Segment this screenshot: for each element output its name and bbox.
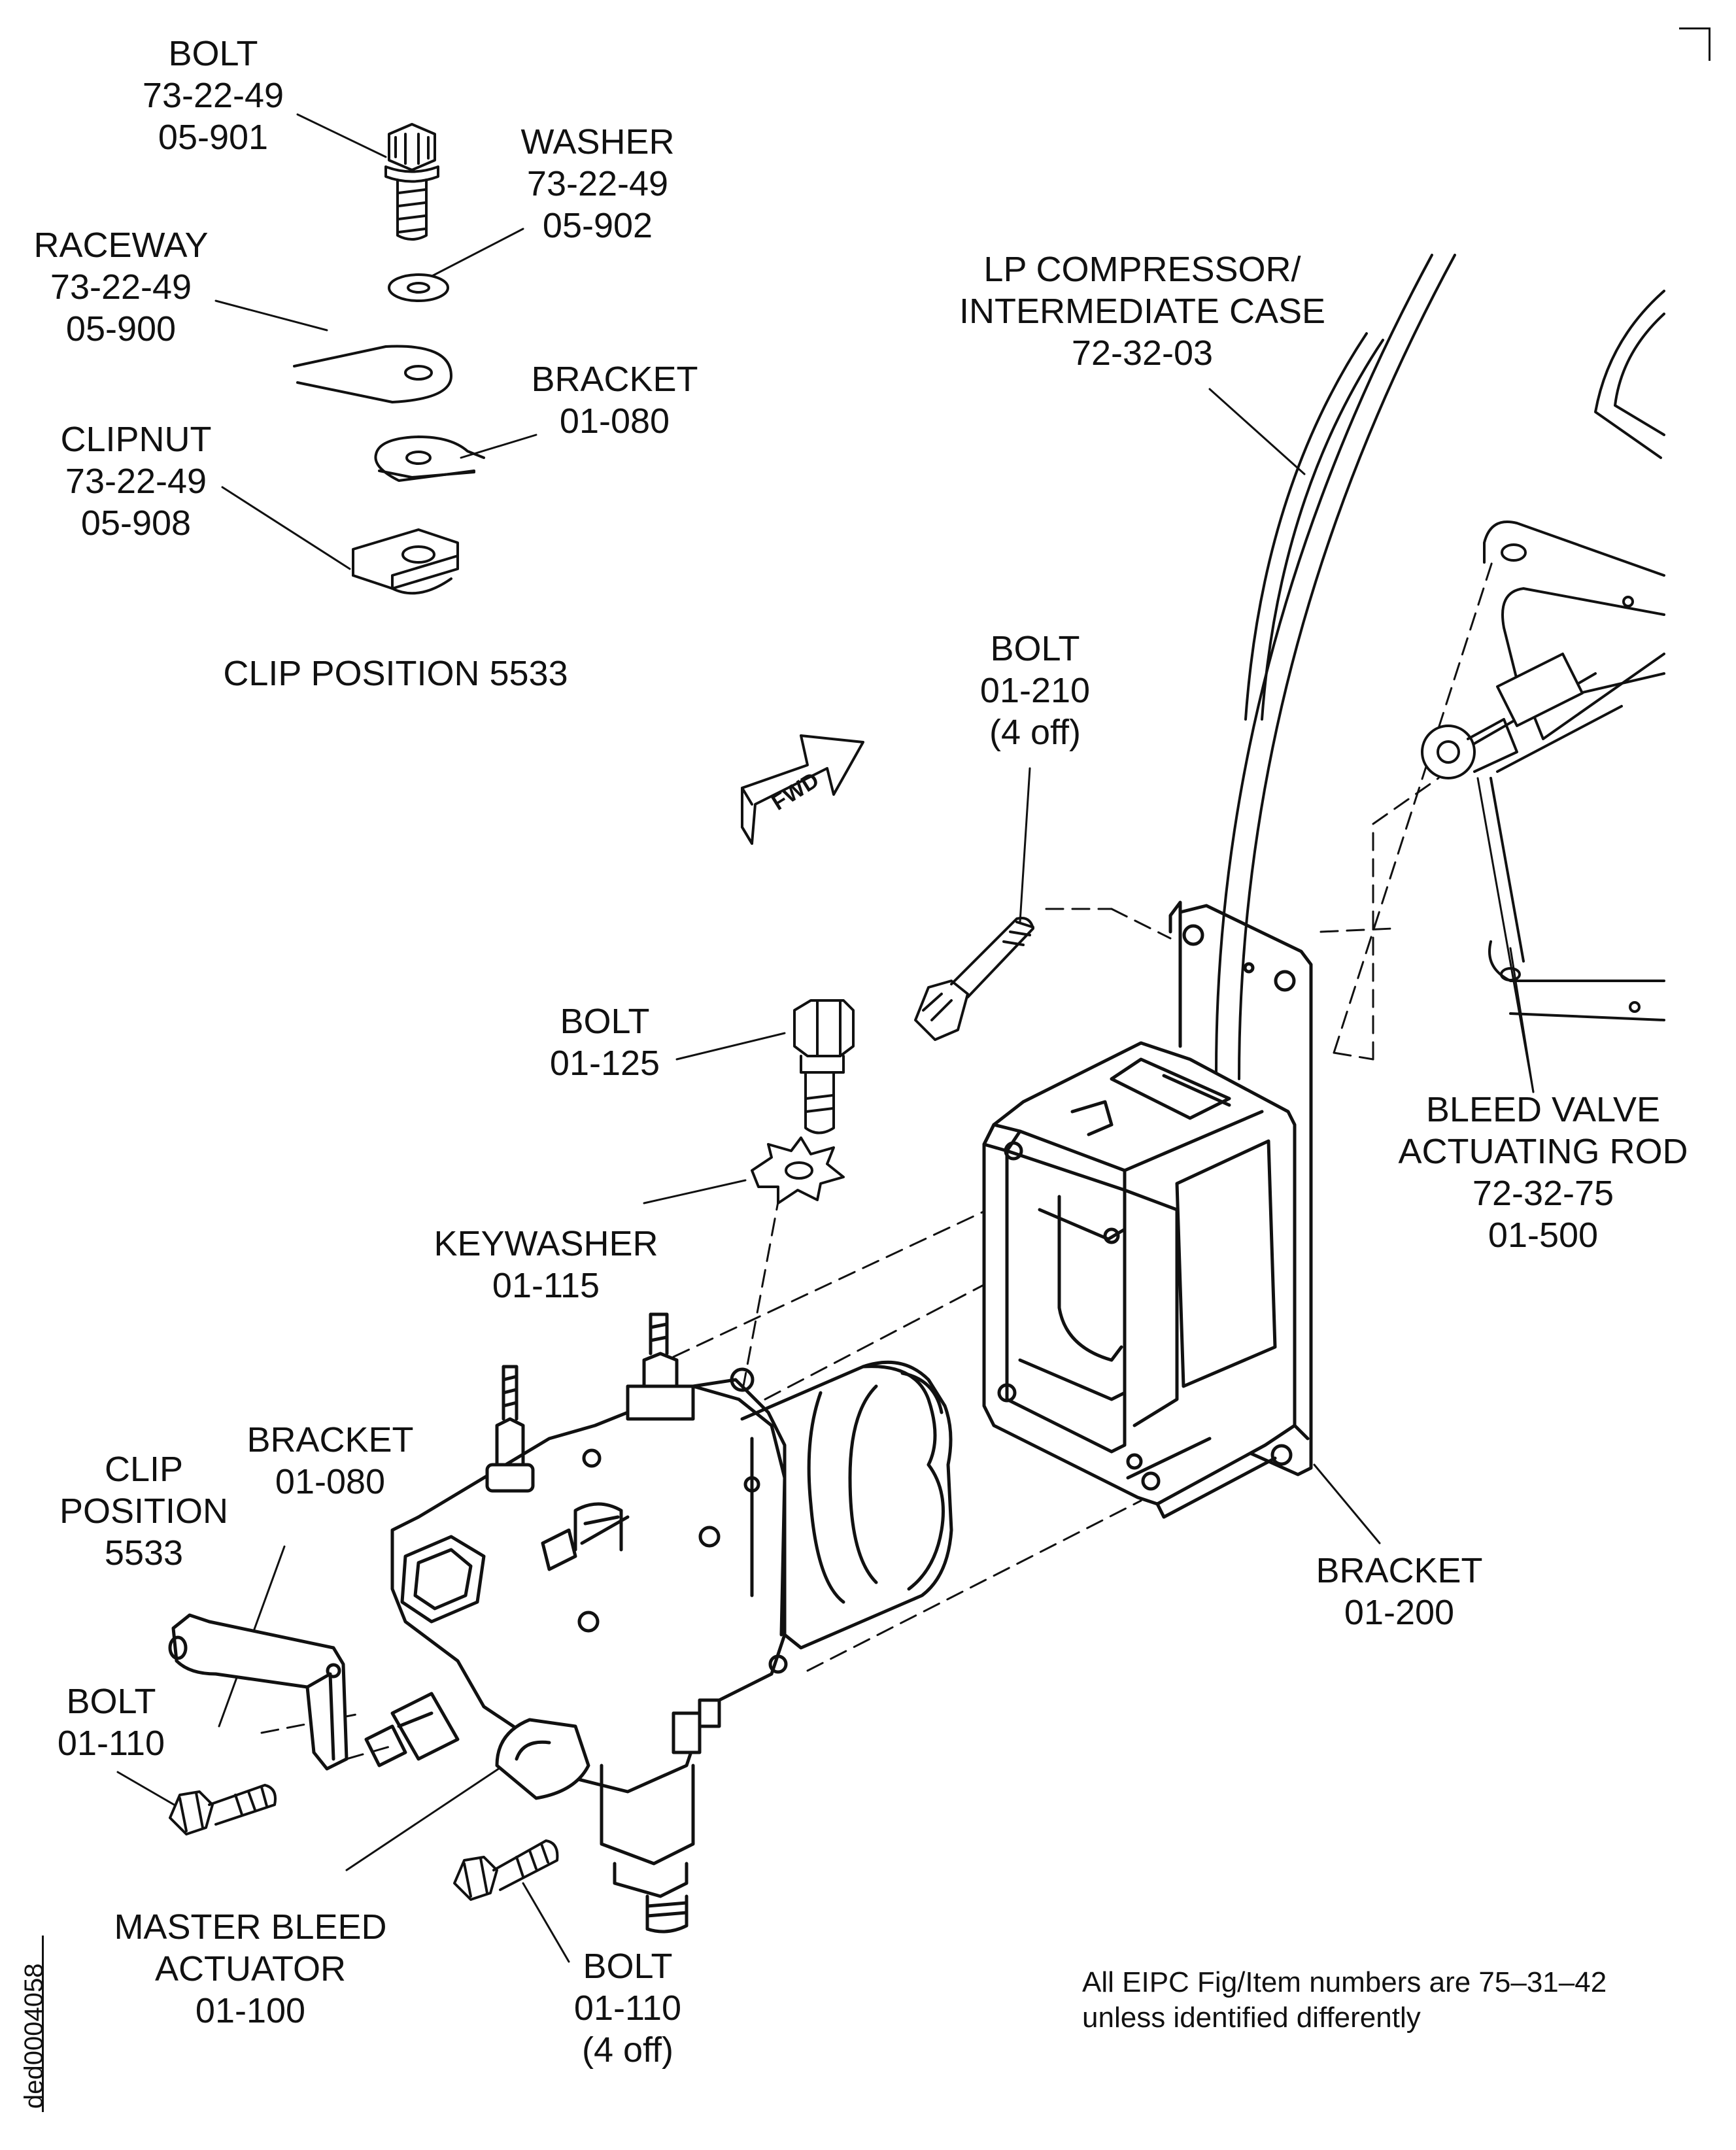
bracket-01-080-top-name: BRACKET [531,360,698,399]
eipc-note-line2: unless identified differently [1082,2002,1421,2034]
eipc-reference-note: All EIPC Fig/Item numbers are 75–31–42 u… [1082,1965,1607,2036]
clipnut-05-908-label: CLIPNUT 73-22-49 05-908 [60,418,211,544]
keywasher-01-115-label: KEYWASHER 01-115 [434,1223,658,1306]
bolt-05-901-name: BOLT [168,34,258,73]
bolt-01-210-quantity: (4 off) [989,713,1081,752]
eipc-note-line1: All EIPC Fig/Item numbers are 75–31–42 [1082,1966,1607,1998]
lp-compressor-case-name-line2: INTERMEDIATE CASE [959,292,1326,331]
actuator-fitting-5 [495,1718,590,1800]
bolt-01-125-label: BOLT 01-125 [550,1000,660,1084]
master-bleed-actuator-name-line1: MASTER BLEED [114,1907,387,1947]
raceway-05-900-item: 05-900 [65,309,177,349]
bracket-01-200-label: BRACKET 01-200 [1316,1550,1482,1633]
master-bleed-actuator-item: 01-100 [195,1991,306,2030]
clipnut-05-908-name: CLIPNUT [60,420,212,459]
fwd-arrow-shape: FWD [741,734,864,845]
document-id-bar [42,1936,44,2112]
lp-compressor-case-label: LP COMPRESSOR/ INTERMEDIATE CASE 72-32-0… [959,248,1325,374]
top-washer-05-902-shape [388,273,449,302]
top-bracket-01-080-shape [374,435,485,482]
keywasher-01-115-item: 01-115 [492,1266,600,1305]
raceway-05-900-name: RACEWAY [33,226,209,265]
clip-position-top-label: CLIP POSITION 5533 [223,653,568,694]
actuator-fitting-2 [626,1312,695,1421]
lower-bolt-01-110-four-shape [453,1839,559,1901]
bolt-01-110-single-name: BOLT [66,1682,156,1721]
bolt-01-125-shape [793,999,855,1135]
bolt-01-110-four-item: 01-110 [573,1988,682,2028]
bolt-01-210-name: BOLT [990,629,1080,668]
washer-05-902-chapter: 73-22-49 [526,164,669,203]
bracket-01-080-low-item: 01-080 [275,1462,386,1501]
bolt-05-901-label: BOLT 73-22-49 05-901 [143,33,284,158]
top-raceway-05-900-shape [293,345,452,403]
actuator-fitting-3 [541,1502,630,1571]
top-bolt-05-901-shape [384,123,439,241]
corner-crop-mark [1679,27,1710,61]
bleed-valve-rod-chapter: 72-32-75 [1472,1174,1614,1213]
bleed-valve-rod-shape [1421,520,1665,1021]
clipnut-05-908-chapter: 73-22-49 [65,462,207,501]
bracket-01-080-low-label: BRACKET 01-080 [247,1419,413,1503]
bolt-01-125-item: 01-125 [549,1044,660,1083]
bracket-01-200-shape [982,900,1313,1519]
bleed-valve-rod-name-line1: BLEED VALVE [1425,1090,1661,1129]
clip-position-low-label: CLIP POSITION 5533 [60,1448,228,1574]
master-bleed-actuator-label: MASTER BLEED ACTUATOR 01-100 [114,1906,386,2032]
leader-lines [116,113,1535,1963]
clipnut-05-908-item: 05-908 [80,503,192,543]
bracket-01-080-top-label: BRACKET 01-080 [531,358,698,442]
clip-position-low-line1: CLIP [104,1450,184,1489]
lower-bracket-01-080-shape [168,1613,349,1771]
actuator-lower-block [600,1698,721,1934]
lp-compressor-case-shape [1215,254,1665,1080]
raceway-05-900-chapter: 73-22-49 [50,267,192,307]
bracket-01-080-top-item: 01-080 [559,401,670,441]
bracket-01-080-low-name: BRACKET [247,1420,414,1459]
master-bleed-actuator-shape [364,1312,953,1934]
master-bleed-actuator-name-line2: ACTUATOR [154,1949,347,1988]
washer-05-902-item: 05-902 [542,206,653,245]
bleed-valve-rod-label: BLEED VALVE ACTUATING ROD 72-32-75 01-50… [1399,1089,1688,1256]
bolt-01-110-four-name: BOLT [583,1947,673,1986]
clip-position-low-line3: 5533 [104,1533,184,1573]
keywasher-01-115-name: KEYWASHER [434,1224,658,1263]
bleed-valve-rod-name-line2: ACTUATING ROD [1398,1132,1688,1171]
clip-position-low-line2: POSITION [59,1492,229,1531]
bolt-01-125-name: BOLT [560,1002,650,1041]
bolt-05-901-chapter: 73-22-49 [142,76,284,115]
bolt-01-210-shape [914,917,1034,1041]
bracket-01-200-name: BRACKET [1316,1551,1483,1590]
bolt-01-110-single-item: 01-110 [57,1724,165,1763]
bracket-01-200-item: 01-200 [1344,1593,1455,1632]
clip-position-top-text: CLIP POSITION 5533 [223,654,568,693]
lower-bolt-01-110-single-shape [169,1784,277,1835]
bolt-01-110-four-quantity: (4 off) [581,2030,674,2070]
document-id: ded0004058 [20,1963,48,2109]
washer-05-902-name: WASHER [520,122,675,162]
raceway-05-900-label: RACEWAY 73-22-49 05-900 [33,224,208,350]
actuator-fitting-4 [364,1692,460,1767]
bolt-01-110-single-label: BOLT 01-110 [58,1681,165,1764]
bolt-01-110-four-label: BOLT 01-110 (4 off) [574,1945,681,2071]
washer-05-902-label: WASHER 73-22-49 05-902 [520,121,674,247]
bolt-01-210-item: 01-210 [979,671,1091,710]
actuator-fitting-1 [485,1365,535,1493]
bleed-valve-rod-item: 01-500 [1488,1216,1599,1255]
top-clipnut-05-908-shape [352,528,459,595]
lp-compressor-case-name-line1: LP COMPRESSOR/ [983,250,1301,289]
keywasher-01-115-shape [751,1136,845,1204]
lp-compressor-case-chapter: 72-32-03 [1071,333,1214,373]
bolt-01-210-label: BOLT 01-210 (4 off) [980,628,1090,753]
bolt-05-901-item: 05-901 [158,118,269,157]
